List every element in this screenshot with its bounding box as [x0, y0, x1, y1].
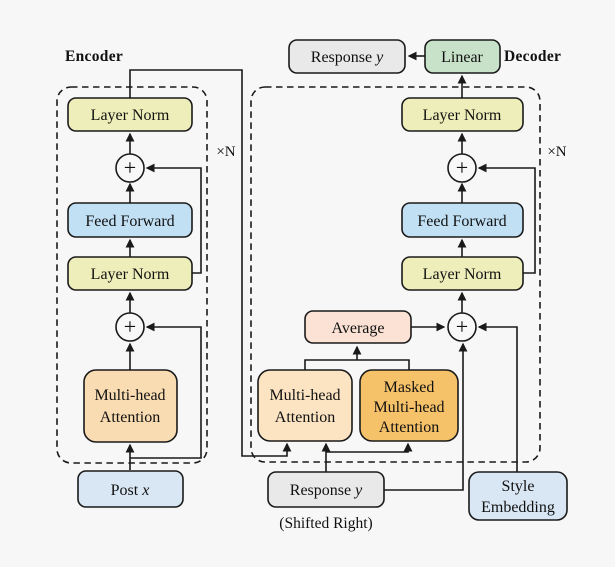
- wire-encoder-residual-2: [145, 163, 202, 274]
- decoder-add-icon-1: [447, 312, 477, 342]
- encoder-feed-forward-box: [67, 202, 193, 238]
- response-input-label: Response y: [290, 482, 363, 499]
- decoder-feed-forward-box: [401, 202, 524, 238]
- decoder-attention-label-line1: Multi-head: [269, 387, 340, 404]
- encoder-layer-norm-mid-label: Layer Norm: [91, 266, 170, 283]
- encoder-layer-norm-top-label: Layer Norm: [91, 107, 170, 124]
- masked-attention-label-line2: Multi-head: [373, 399, 444, 416]
- response-input-box: [267, 471, 385, 508]
- decoder-attention-label-line2: Attention: [275, 409, 335, 426]
- response-input-variable: y: [353, 482, 363, 499]
- decoder-add-icon-2: [447, 153, 477, 183]
- encoder-repeat-label: ×N: [216, 144, 235, 160]
- encoder-title: Encoder: [65, 48, 123, 65]
- decoder-feed-forward-label: Feed Forward: [417, 213, 506, 230]
- post-input-box: [77, 470, 184, 508]
- style-embedding-label-line1: Style: [502, 478, 535, 495]
- wire-style-to-add: [477, 322, 518, 472]
- decoder-repeat-label: ×N: [547, 144, 566, 160]
- response-output-prefix: Response: [311, 49, 376, 66]
- linear-label: Linear: [441, 49, 483, 66]
- decoder-layer-norm-top-box: [401, 97, 524, 132]
- average-label: Average: [332, 320, 385, 337]
- wire-decoder-residual-2: [477, 163, 536, 274]
- decoder-title: Decoder: [504, 48, 561, 65]
- encoder-attention-label-line1: Multi-head: [94, 387, 165, 404]
- response-input-prefix: Response: [290, 482, 355, 499]
- average-box: [304, 310, 412, 344]
- post-input-label: Post x: [111, 482, 150, 499]
- encoder-block: Layer Norm + Feed Forward Layer Norm + M…: [56, 48, 292, 508]
- decoder-plus-sign-2: +: [456, 155, 468, 180]
- wire-encoder-residual-1: [130, 322, 202, 459]
- decoder-dashed-container: [250, 86, 541, 463]
- response-output-label: Response y: [311, 49, 384, 66]
- decoder-layer-norm-mid-label: Layer Norm: [423, 266, 502, 283]
- linear-box: [424, 39, 501, 74]
- encoder-add-icon-2: [115, 153, 145, 183]
- style-embedding-box: [468, 471, 568, 521]
- decoder-plus-sign-1: +: [456, 314, 468, 339]
- response-output-box: [288, 39, 406, 74]
- post-input-prefix: Post: [111, 482, 143, 499]
- encoder-plus-sign-2: +: [124, 155, 136, 180]
- decoder-layer-norm-mid-box: [401, 256, 524, 291]
- encoder-layer-norm-top-box: [67, 97, 193, 132]
- encoder-feed-forward-label: Feed Forward: [85, 213, 174, 230]
- encoder-add-icon-1: [115, 312, 145, 342]
- masked-attention-label-line1: Masked: [384, 379, 435, 396]
- encoder-multi-head-attention-box: [83, 369, 178, 443]
- encoder-dashed-container: [56, 86, 208, 464]
- encoder-attention-label-line2: Attention: [100, 409, 160, 426]
- masked-multi-head-attention-box: [359, 369, 459, 442]
- wire-response-to-add: [384, 342, 468, 491]
- shifted-right-label: (Shifted Right): [279, 515, 372, 532]
- response-output-variable: y: [374, 49, 384, 66]
- encoder-layer-norm-mid-box: [67, 256, 193, 291]
- wire-response-to-masked-attention: [326, 442, 413, 453]
- style-embedding-label-line2: Embedding: [481, 499, 555, 516]
- masked-attention-label-line3: Attention: [379, 419, 439, 436]
- decoder-block: Response y Linear Decoder ×N Layer Norm …: [250, 39, 568, 532]
- decoder-multi-head-attention-box: [257, 369, 353, 442]
- wire-encoder-output-to-decoder: [129, 69, 292, 457]
- decoder-layer-norm-top-label: Layer Norm: [423, 107, 502, 124]
- post-input-variable: x: [141, 482, 149, 499]
- encoder-plus-sign-1: +: [124, 314, 136, 339]
